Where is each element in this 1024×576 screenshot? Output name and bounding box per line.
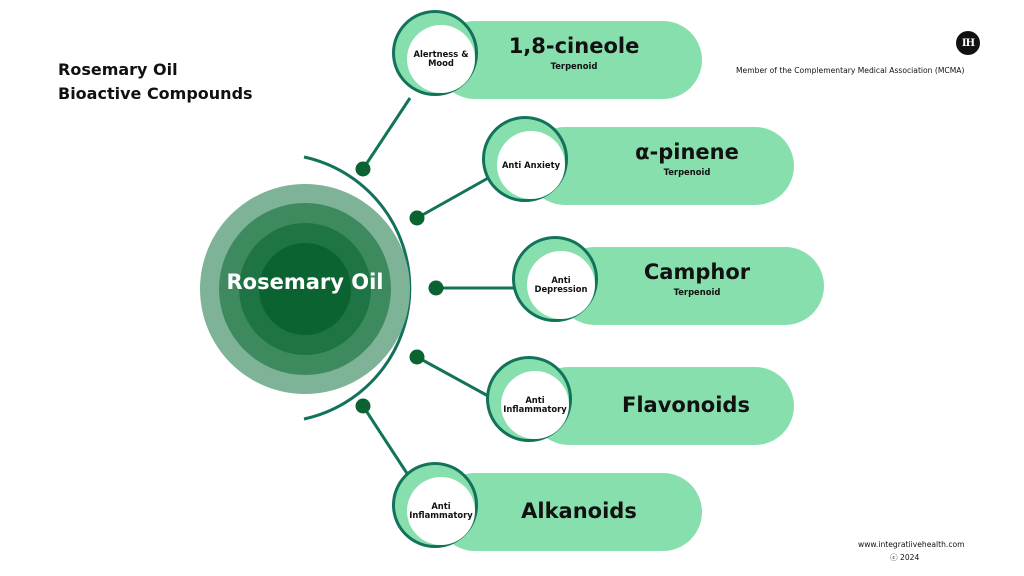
compound-pill	[556, 247, 824, 325]
compound-type: Terpenoid	[663, 167, 711, 177]
benefit-label: Anti Anxiety	[501, 159, 561, 170]
page-title: Rosemary Oil Bioactive Compounds	[58, 58, 253, 106]
title-line-2: Bioactive Compounds	[58, 84, 253, 103]
connector-2	[416, 175, 491, 220]
compound-name: Camphor	[643, 260, 751, 284]
compound-pill	[436, 21, 702, 99]
connector-dot-5	[355, 398, 371, 414]
compound-type: Terpenoid	[550, 61, 598, 71]
benefit-label: Anti Depression	[534, 275, 588, 294]
ih-logo-icon: IH	[956, 31, 980, 55]
compound-texts: Flavonoids	[596, 391, 776, 419]
connector-dot-4	[409, 349, 425, 365]
compound-name: α-pinene	[635, 140, 739, 164]
compound-pill	[436, 473, 702, 551]
membership-text: Member of the Complementary Medical Asso…	[736, 66, 965, 75]
compound-node-3: Anti Depression Camphor Terpenoid	[512, 236, 824, 325]
center-circle-core	[259, 243, 351, 335]
compound-type: Terpenoid	[673, 287, 721, 297]
benefit-ring: Anti Inflammatory	[486, 356, 572, 442]
compound-texts: Camphor Terpenoid	[626, 258, 768, 298]
connector-1	[361, 97, 412, 170]
benefit-label: Anti Inflammatory	[503, 395, 567, 414]
center-label: Rosemary Oil	[226, 270, 384, 294]
compound-pill	[530, 367, 794, 445]
benefit-circle: Alertness & Mood	[407, 25, 475, 93]
compound-texts: Alkanoids	[488, 497, 670, 525]
benefit-label: Anti Inflammatory	[409, 501, 473, 520]
benefit-label: Alertness & Mood	[413, 49, 469, 68]
benefit-circle: Anti Inflammatory	[501, 371, 569, 439]
title-line-1: Rosemary Oil	[58, 60, 178, 79]
compound-node-4: Anti Inflammatory Flavonoids	[486, 356, 794, 445]
compound-name: 1,8-cineole	[508, 34, 640, 58]
connector-4	[416, 355, 491, 399]
connector-dot-2	[409, 210, 425, 226]
connector-dot-3	[428, 280, 444, 296]
connector-5	[361, 405, 412, 479]
website-text: www.integratiivehealth.com	[858, 540, 965, 549]
benefit-circle: Anti Depression	[527, 251, 595, 319]
benefit-circle: Anti Inflammatory	[407, 477, 475, 545]
compound-node-5: Anti Inflammatory Alkanoids	[392, 462, 702, 551]
compound-node-2: Anti Anxiety α-pinene Terpenoid	[482, 116, 794, 205]
connector-dot-1	[355, 161, 371, 177]
benefit-ring: Anti Inflammatory	[392, 462, 478, 548]
compound-texts: 1,8-cineole Terpenoid	[488, 32, 660, 72]
benefit-circle: Anti Anxiety	[497, 131, 565, 199]
compound-pill	[526, 127, 794, 205]
compound-name: Flavonoids	[622, 393, 750, 417]
copyright-text: ⓒ 2024	[890, 553, 920, 562]
benefit-ring: Alertness & Mood	[392, 10, 478, 96]
compound-texts: α-pinene Terpenoid	[596, 138, 778, 178]
benefit-ring: Anti Anxiety	[482, 116, 568, 202]
compound-name: Alkanoids	[521, 499, 637, 523]
compound-node-1: Alertness & Mood 1,8-cineole Terpenoid	[392, 10, 702, 99]
benefit-ring: Anti Depression	[512, 236, 598, 322]
